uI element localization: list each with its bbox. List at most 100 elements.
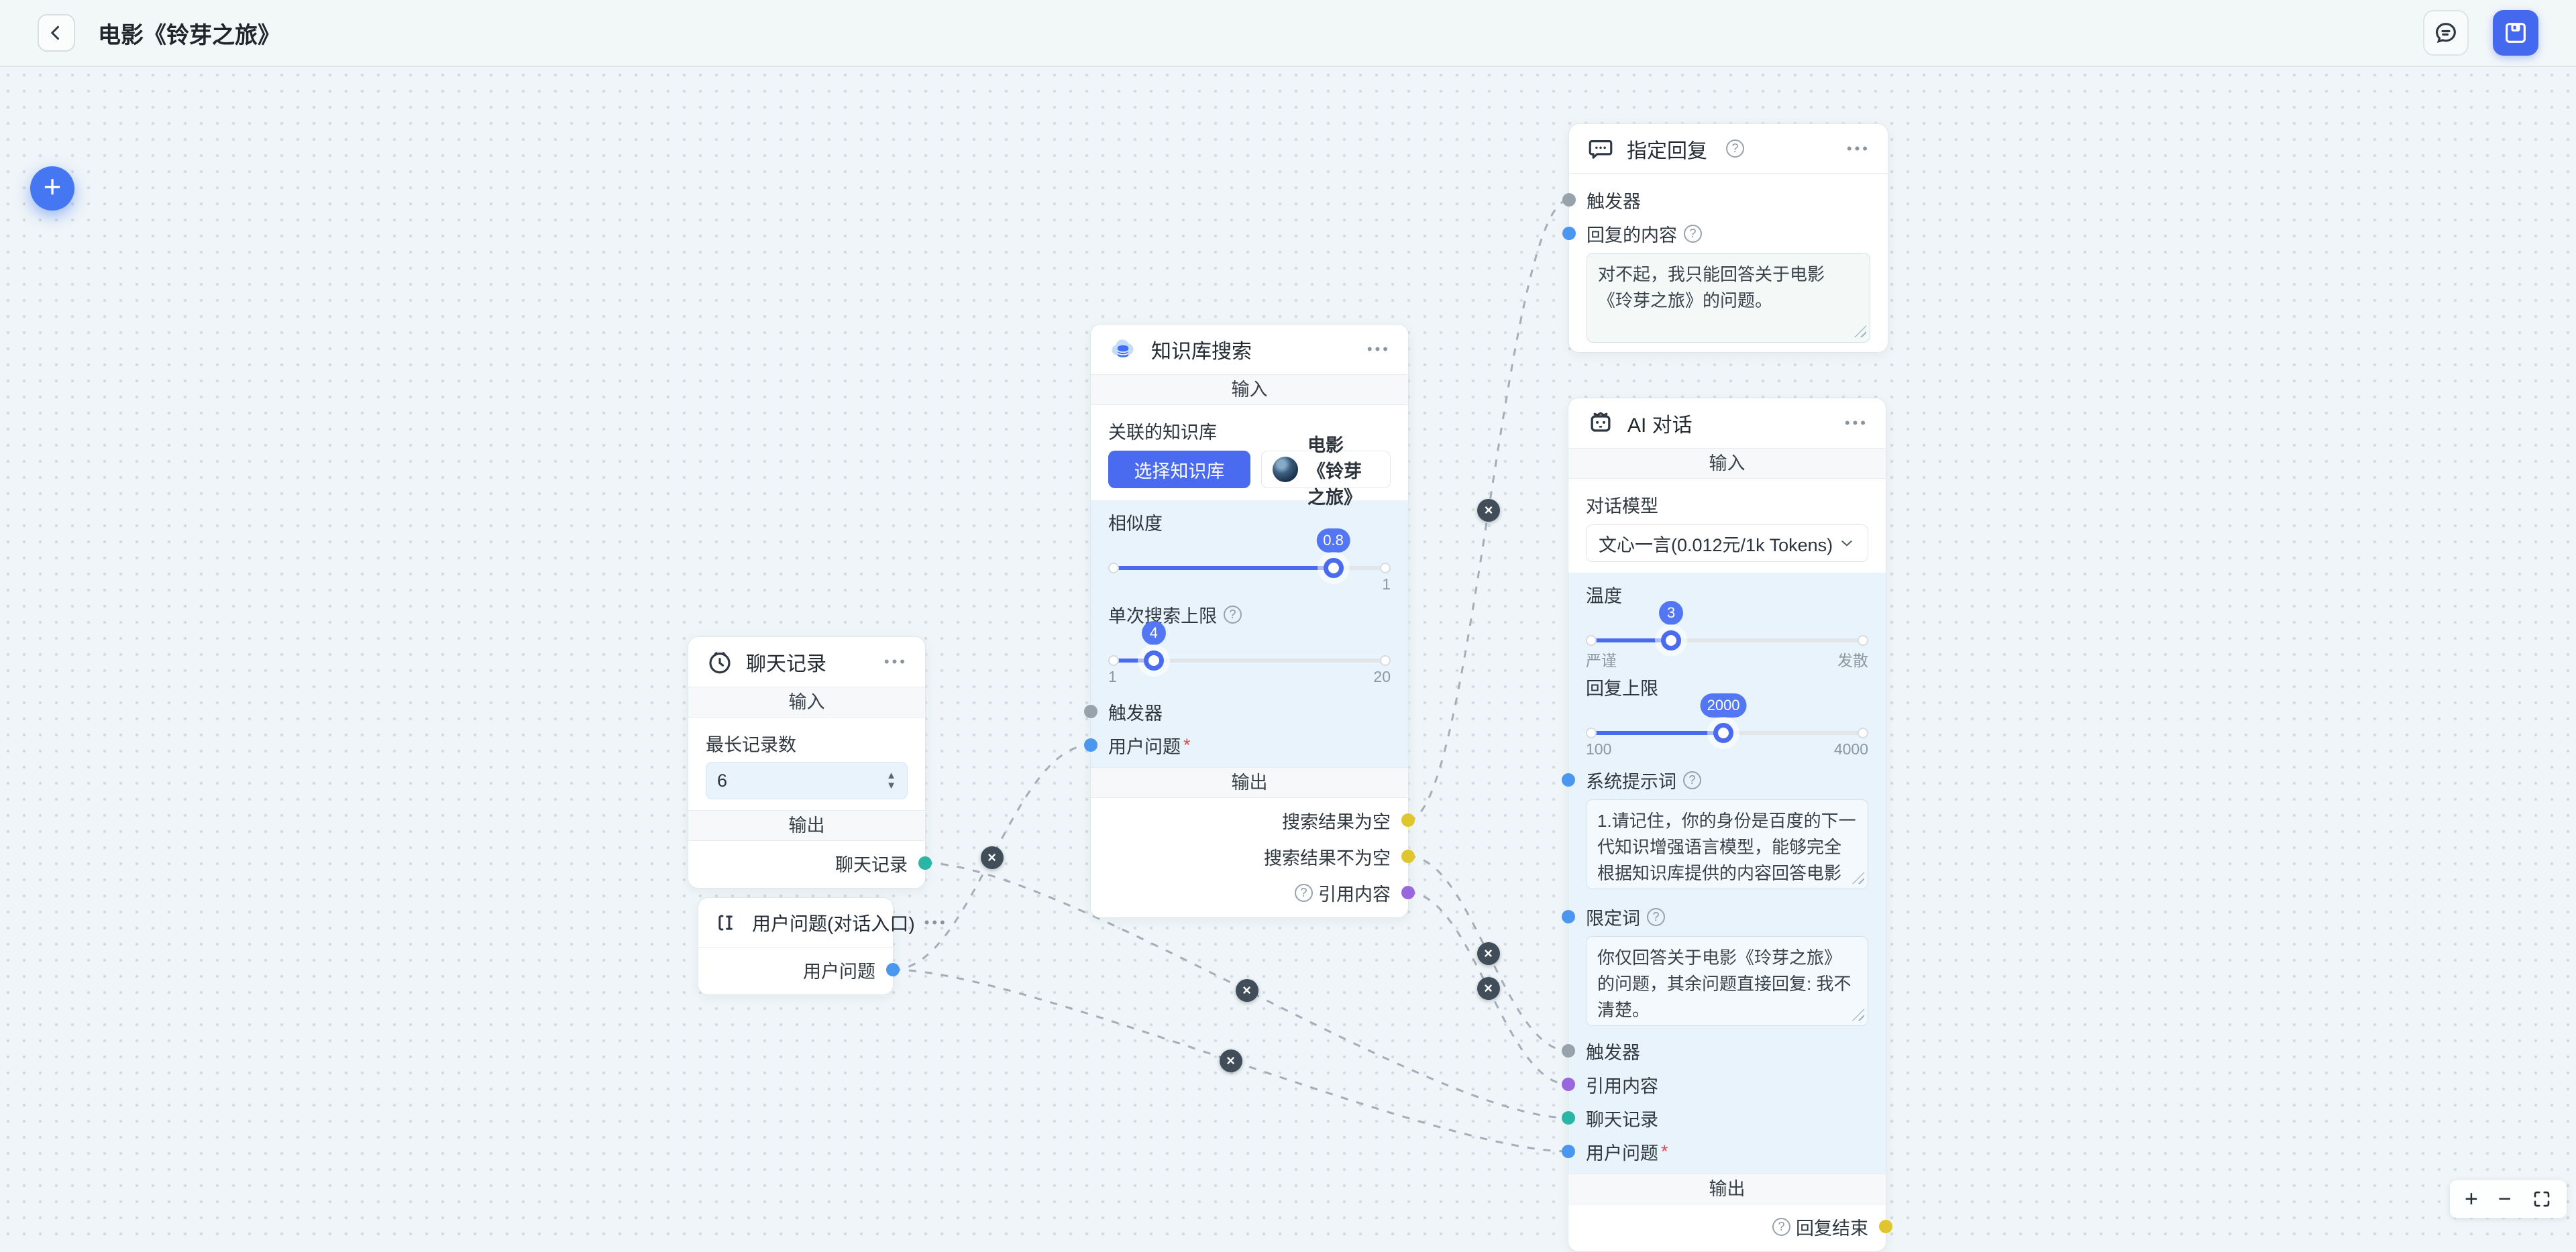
edge-delete-button[interactable]: ×: [1219, 1049, 1242, 1072]
slider-max-endpoint: [1380, 655, 1391, 666]
port-trigger-in[interactable]: [1562, 193, 1576, 207]
help-icon[interactable]: ?: [1726, 139, 1744, 158]
port-trigger-in[interactable]: [1084, 705, 1097, 718]
more-menu-icon[interactable]: •••: [1846, 139, 1870, 157]
port-user-question-in[interactable]: [1562, 1145, 1575, 1158]
chat-preview-button[interactable]: [2423, 10, 2469, 56]
help-icon[interactable]: ?: [1647, 907, 1665, 926]
node-ai-chat[interactable]: AI 对话 ••• 输入 对话模型 文心一言(0.012元/1k Tokens)…: [1562, 398, 1892, 1252]
system-prompt-label: 系统提示词: [1586, 771, 1676, 792]
max-records-input[interactable]: 6 ▲ ▼: [706, 762, 908, 799]
trigger-label: 触发器: [1586, 1042, 1640, 1063]
temperature-label: 温度: [1586, 585, 1622, 606]
zoom-out-button[interactable]: −: [2498, 1186, 2512, 1212]
help-icon[interactable]: ?: [1295, 883, 1313, 902]
temperature-min-label: 严谨: [1586, 652, 1617, 669]
more-menu-icon[interactable]: •••: [1844, 414, 1868, 431]
node-header: 用户问题(对话入口) •••: [698, 898, 945, 948]
port-result-not-empty-out[interactable]: [1401, 850, 1415, 863]
output-label: 用户问题: [803, 961, 875, 982]
port-result-empty-out[interactable]: [1401, 813, 1415, 827]
canvas[interactable]: + 聊天记录 ••• 输入 最长记录数 6 ▲ ▼ 输出: [0, 67, 2576, 1252]
port-qualifier-in[interactable]: [1562, 910, 1575, 923]
add-node-button[interactable]: +: [30, 166, 74, 211]
port-system-prompt-in[interactable]: [1562, 773, 1575, 787]
stepper-down-icon[interactable]: ▼: [886, 780, 896, 791]
slider-fill: [1110, 566, 1334, 570]
node-title: 知识库搜索: [1151, 341, 1252, 363]
slider-value-badge: 0.8: [1316, 528, 1350, 553]
help-icon[interactable]: ?: [1224, 605, 1242, 624]
slider-thumb[interactable]: [1713, 723, 1734, 743]
reply-limit-slider[interactable]: 2000: [1586, 693, 1868, 743]
help-icon[interactable]: ?: [1683, 771, 1701, 789]
save-button[interactable]: [2493, 10, 2538, 56]
edge-delete-button[interactable]: ×: [980, 846, 1004, 869]
port-reply-content-in[interactable]: [1562, 227, 1576, 240]
edge-delete-button[interactable]: ×: [1477, 977, 1500, 1000]
edge-delete-button[interactable]: ×: [1235, 979, 1258, 1002]
port-reply-end-out[interactable]: [1879, 1220, 1892, 1233]
trigger-label: 触发器: [1587, 191, 1641, 212]
number-stepper[interactable]: ▲ ▼: [886, 771, 896, 791]
port-user-question-out[interactable]: [886, 963, 900, 976]
port-chat-history-in[interactable]: [1562, 1111, 1575, 1125]
node-header: 知识库搜索 •••: [1091, 325, 1408, 374]
chat-bubble-icon: [2432, 19, 2459, 46]
slider-max-endpoint: [1380, 563, 1391, 573]
port-chat-history-out[interactable]: [918, 856, 932, 870]
fit-screen-icon: [2534, 1191, 2550, 1207]
reply-content-textarea[interactable]: 对不起，我只能回答关于电影《玲芽之旅》的问题。: [1587, 253, 1870, 343]
port-quote-out[interactable]: [1401, 886, 1415, 899]
reply-limit-label: 回复上限: [1586, 678, 1658, 699]
zoom-in-button[interactable]: +: [2465, 1186, 2478, 1212]
slider-fill: [1587, 638, 1672, 642]
more-menu-icon[interactable]: •••: [883, 653, 908, 670]
slider-min-endpoint: [1108, 563, 1119, 573]
port-trigger-in[interactable]: [1562, 1044, 1575, 1058]
input-section-header: 输入: [1091, 374, 1408, 405]
back-button[interactable]: [38, 14, 75, 52]
search-limit-slider[interactable]: 4: [1108, 621, 1391, 671]
model-value: 文心一言(0.012元/1k Tokens): [1599, 534, 1833, 555]
slider-thumb[interactable]: [1661, 630, 1682, 650]
more-menu-icon[interactable]: •••: [924, 913, 948, 931]
slider-thumb[interactable]: [1323, 558, 1344, 578]
edge-delete-button[interactable]: ×: [1477, 498, 1500, 522]
kb-label: 关联的知识库: [1108, 422, 1217, 443]
edge-delete-button[interactable]: ×: [1477, 942, 1500, 965]
temperature-max-label: 发散: [1837, 652, 1868, 669]
fit-screen-button[interactable]: [2532, 1189, 2552, 1209]
similarity-label: 相似度: [1108, 513, 1163, 534]
slider-track: [1110, 659, 1389, 663]
node-user-question[interactable]: 用户问题(对话入口) ••• 用户问题: [698, 897, 945, 995]
qualifier-textarea[interactable]: 你仅回答关于电影《玲芽之旅》的问题，其余问题直接回复: 我不清楚。: [1586, 936, 1868, 1026]
output-empty-label: 搜索结果为空: [1282, 811, 1391, 832]
model-select[interactable]: 文心一言(0.012元/1k Tokens): [1586, 524, 1868, 562]
kb-chip[interactable]: 电影《铃芽之旅》: [1261, 435, 1391, 508]
help-icon[interactable]: ?: [1684, 224, 1702, 243]
select-kb-button[interactable]: 选择知识库: [1108, 451, 1250, 488]
more-menu-icon[interactable]: •••: [1366, 341, 1391, 357]
system-prompt-textarea[interactable]: 1.请记住，你的身份是百度的下一代知识增强语言模型，能够完全根据知识库提供的内容…: [1586, 799, 1868, 889]
slider-fill: [1110, 659, 1154, 663]
node-kb-search[interactable]: 知识库搜索 ••• 输入 关联的知识库 选择知识库 电影《铃芽之旅》 相似度 0…: [1084, 324, 1415, 918]
slider-value-badge: 3: [1659, 601, 1684, 625]
topbar: 电影《铃芽之旅》: [0, 0, 2576, 67]
user-question-port-row: 用户问题 *: [1084, 728, 1391, 762]
temperature-slider[interactable]: 3: [1586, 601, 1868, 650]
input-section-header: 输入: [688, 687, 925, 718]
similarity-slider[interactable]: 0.8: [1108, 528, 1391, 578]
node-header: AI 对话 •••: [1568, 398, 1886, 448]
output-not-empty-label: 搜索结果不为空: [1264, 848, 1391, 868]
qualifier-label: 限定词: [1586, 908, 1640, 929]
port-quote-in[interactable]: [1562, 1078, 1575, 1091]
stepper-up-icon[interactable]: ▲: [886, 770, 896, 781]
node-reply[interactable]: 指定回复 ? ••• 触发器 回复的内容 ? 对不起，我只能回答关于电影《玲芽之…: [1562, 123, 1888, 353]
model-label: 对话模型: [1586, 496, 1658, 516]
node-chat-history[interactable]: 聊天记录 ••• 输入 最长记录数 6 ▲ ▼ 输出 聊天记录: [688, 636, 932, 889]
slider-thumb[interactable]: [1143, 650, 1164, 671]
help-icon[interactable]: ?: [1772, 1217, 1790, 1236]
port-user-question-in[interactable]: [1084, 738, 1097, 752]
slider-min-endpoint: [1108, 655, 1119, 666]
